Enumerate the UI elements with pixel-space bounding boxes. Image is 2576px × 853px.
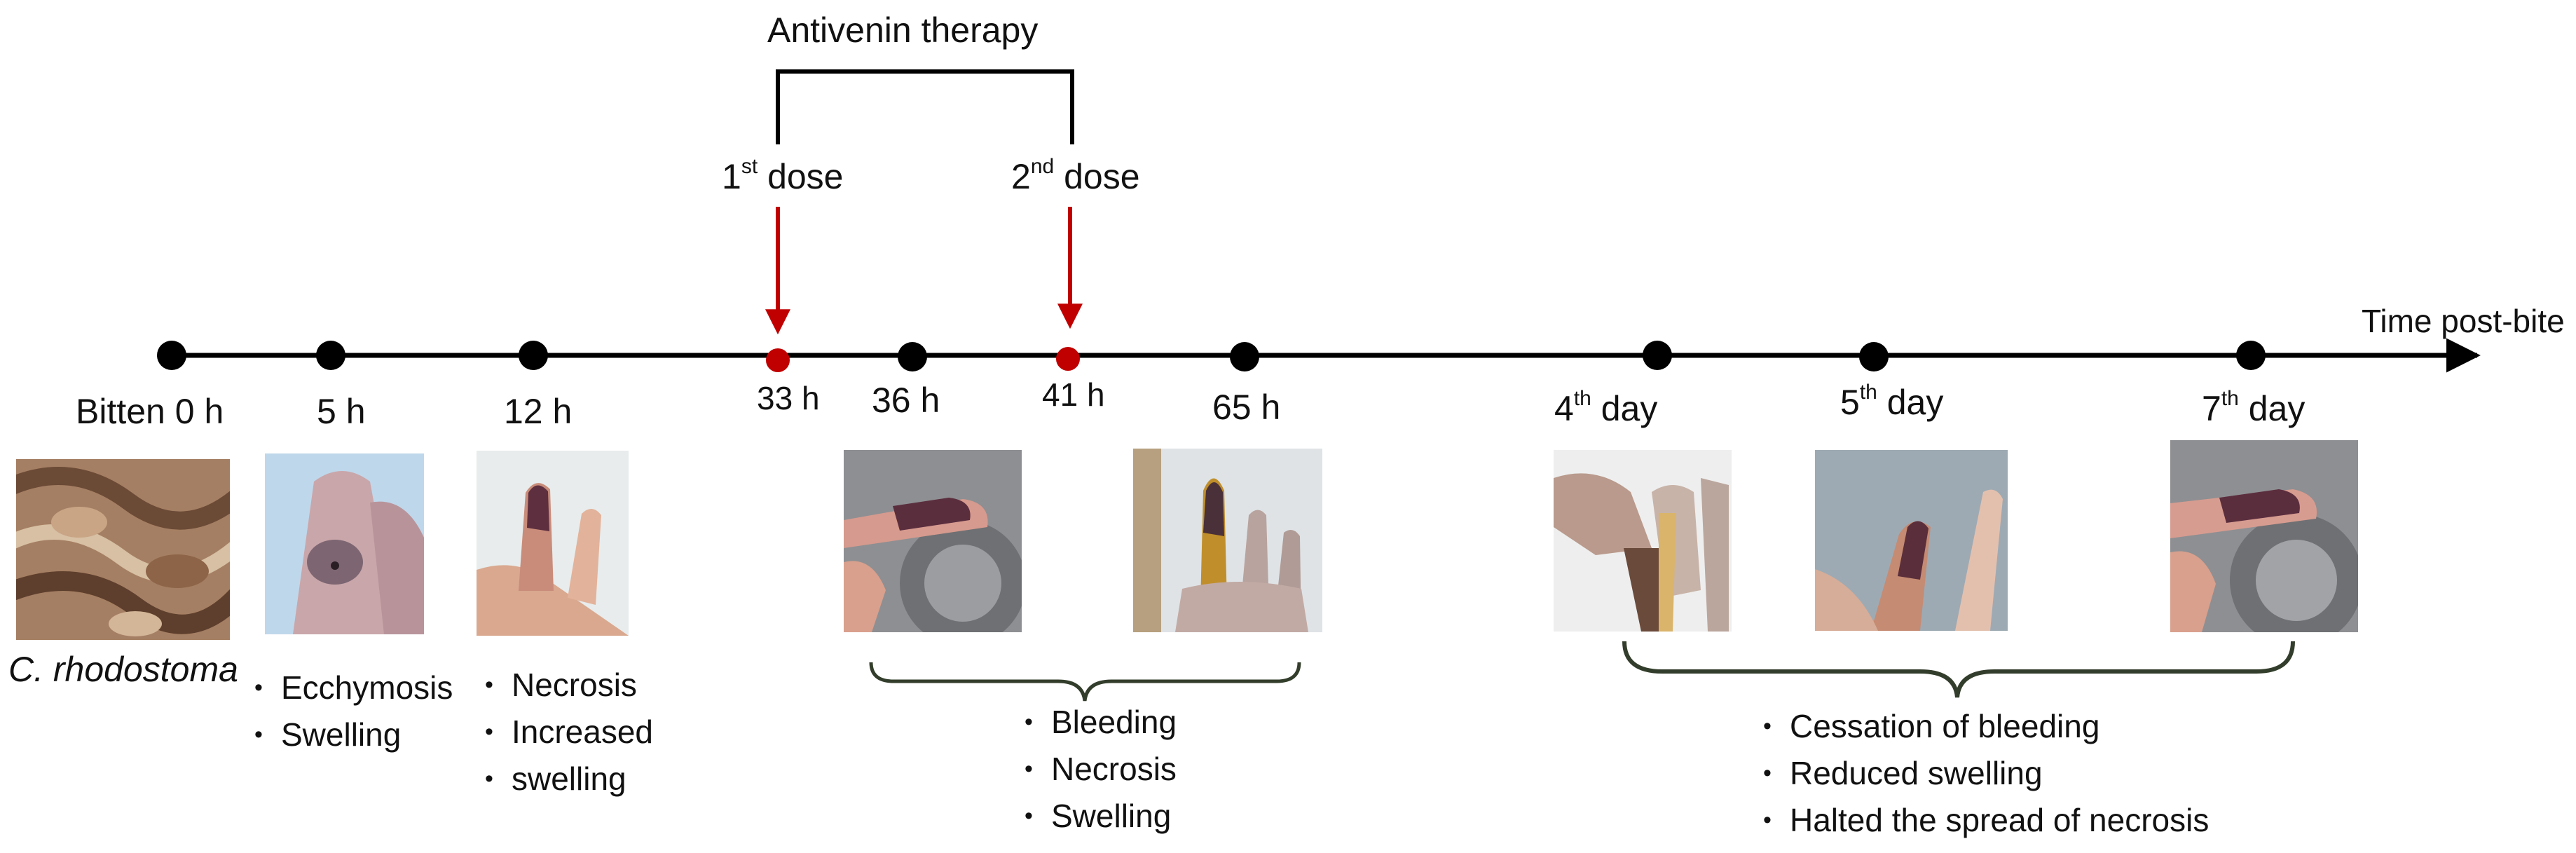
- dose-dot-33h: [766, 348, 790, 372]
- dose1-label: 1st dose: [722, 156, 844, 196]
- day4-number: 4: [1554, 389, 1574, 428]
- observation-item: Halted the spread of necrosis: [1763, 797, 2209, 844]
- dose1-number: 1: [722, 157, 741, 196]
- timepoint-label-day5: 5th day: [1840, 382, 1944, 422]
- finger-photo-day5: [1815, 450, 2008, 631]
- day5-ordinal: th: [1859, 381, 1877, 404]
- finger-photo-36h: [844, 450, 1022, 632]
- timepoint-label-36h: 36 h: [872, 381, 940, 420]
- observations-5h: Ecchymosis Swelling: [254, 664, 453, 758]
- therapy-bracket: [776, 69, 1074, 144]
- timepoint-label-12h: 12 h: [504, 392, 573, 431]
- timepoint-label-day7: 7th day: [2202, 388, 2306, 428]
- therapy-title: Antivenin therapy: [767, 11, 1039, 50]
- dose2-label: 2nd dose: [1011, 156, 1140, 196]
- day4-text: day: [1601, 389, 1658, 428]
- timepoint-label-65h: 65 h: [1212, 388, 1281, 427]
- timepoint-dot-day7: [2236, 341, 2266, 370]
- dose2-number: 2: [1011, 157, 1031, 196]
- finger-photo-5h: [265, 453, 424, 634]
- finger-photo-12h: [477, 451, 629, 636]
- timepoint-dot-day5: [1859, 342, 1889, 371]
- snake-species-label: C. rhodostoma: [8, 650, 238, 689]
- observation-item: Increased: [485, 709, 653, 756]
- timepoint-dot-0h: [157, 341, 186, 370]
- finger-photo-65h: [1133, 449, 1322, 632]
- observation-item: Necrosis: [485, 662, 653, 709]
- timepoint-dot-12h: [519, 341, 548, 370]
- timepoint-dot-5h: [316, 341, 345, 370]
- day7-number: 7: [2202, 389, 2221, 428]
- day4-ordinal: th: [1573, 387, 1591, 410]
- dose-dot-41h: [1056, 347, 1080, 371]
- timepoint-dot-65h: [1230, 342, 1259, 371]
- observations-days: Cessation of bleeding Reduced swelling H…: [1763, 703, 2209, 844]
- day5-text: day: [1886, 383, 1944, 422]
- observation-item: Cessation of bleeding: [1763, 703, 2209, 750]
- finger-photo-day4: [1554, 450, 1732, 632]
- observation-item: Necrosis: [1025, 746, 1177, 793]
- observations-36h-65h: Bleeding Necrosis Swelling: [1025, 699, 1177, 840]
- dose1-ordinal: st: [741, 155, 758, 178]
- brace-days: [1622, 641, 2295, 698]
- timepoint-dot-day4: [1643, 341, 1672, 370]
- day5-number: 5: [1840, 383, 1860, 422]
- dose2-text: dose: [1064, 157, 1140, 196]
- observation-item: Ecchymosis: [254, 664, 453, 711]
- axis-label: Time post-bite: [2362, 303, 2565, 339]
- dose1-text: dose: [767, 157, 844, 196]
- timepoint-label-33h: 33 h: [757, 380, 820, 416]
- timepoint-label-day4: 4th day: [1554, 388, 1658, 428]
- timepoint-label-5h: 5 h: [317, 392, 366, 431]
- timepoint-label-0h: Bitten 0 h: [76, 392, 224, 431]
- finger-photo-day7: [2170, 440, 2358, 632]
- day7-ordinal: th: [2221, 387, 2239, 410]
- snake-photo: [16, 459, 230, 640]
- timepoint-dot-36h: [898, 342, 927, 371]
- observations-12h: Necrosis Increased swelling: [485, 662, 653, 803]
- observation-item: Swelling: [254, 711, 453, 758]
- brace-36h-65h: [869, 662, 1301, 702]
- timepoint-label-41h: 41 h: [1042, 376, 1105, 413]
- observation-item: swelling: [485, 756, 653, 803]
- observation-item: Reduced swelling: [1763, 750, 2209, 797]
- observation-item: Bleeding: [1025, 699, 1177, 746]
- day7-text: day: [2248, 389, 2306, 428]
- dose2-ordinal: nd: [1030, 155, 1055, 178]
- observation-item: Swelling: [1025, 793, 1177, 840]
